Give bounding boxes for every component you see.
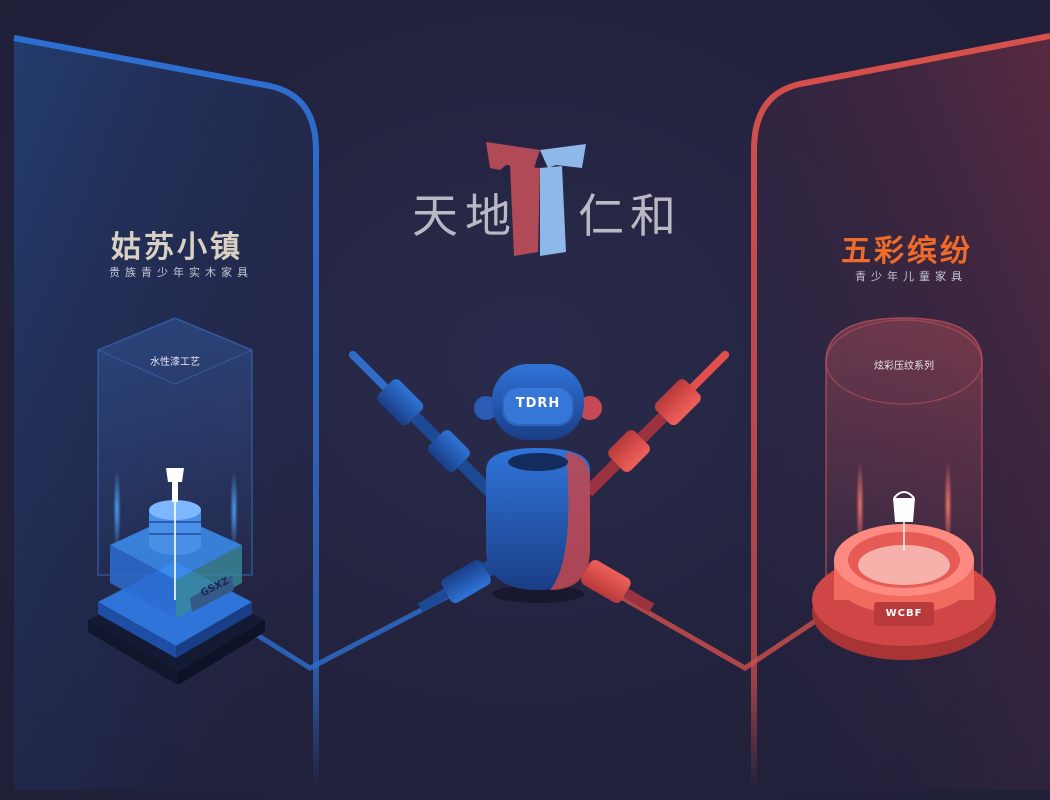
brand-char-di: 地 (465, 189, 511, 243)
right-cable (598, 582, 822, 671)
right-device-tag: WCBF (885, 608, 923, 619)
robot (474, 364, 602, 603)
right-panel-title: 五彩缤纷 (841, 234, 973, 269)
brand-char-ren: 仁 (578, 189, 624, 243)
left-panel-border (13, 35, 319, 790)
logo-t-icon (486, 142, 586, 256)
brand-char-he: 和 (630, 189, 676, 243)
brand-char-tian: 天 (412, 189, 458, 243)
left-panel-title: 姑苏小镇 (111, 230, 243, 265)
robot-screen-label: TDRH (515, 396, 561, 411)
right-panel-border (751, 33, 1050, 790)
right-device (812, 317, 996, 660)
left-feature-label: 水性漆工艺 (150, 357, 200, 368)
right-panel-subtitle: 青少年儿童家具 (855, 270, 967, 283)
right-feature-label: 炫彩压纹系列 (874, 361, 934, 372)
left-panel-subtitle: 贵族青少年实木家具 (109, 266, 253, 279)
left-device (88, 317, 265, 685)
